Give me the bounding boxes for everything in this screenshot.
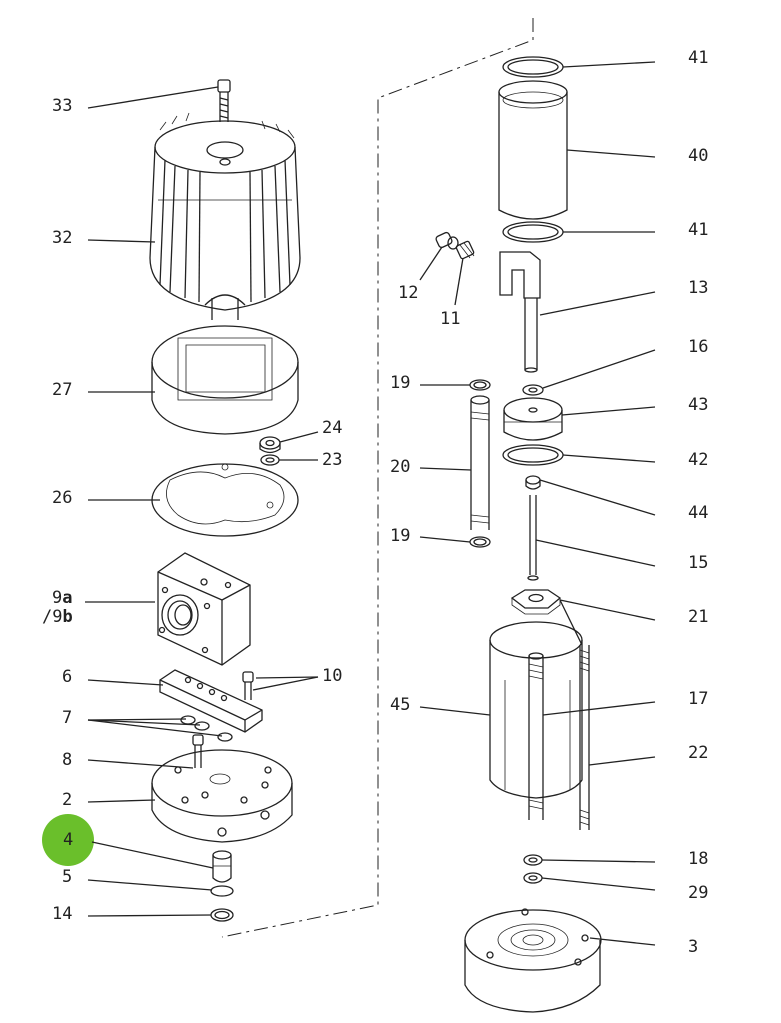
label-13[interactable]: 13 <box>688 278 709 298</box>
label-11[interactable]: 11 <box>440 309 461 329</box>
part-42-ring <box>502 444 564 466</box>
part-23-washer <box>260 454 280 466</box>
label-15[interactable]: 15 <box>688 553 709 573</box>
part-15-rod <box>527 495 539 581</box>
part-9-terminal-box <box>157 552 251 666</box>
part-27-adapter-ring <box>151 325 299 435</box>
part-33-screw <box>217 79 231 122</box>
part-41-ring-bottom <box>502 221 564 243</box>
label-19-top[interactable]: 19 <box>390 373 411 393</box>
part-32-finned-cover <box>149 112 301 320</box>
label-21[interactable]: 21 <box>688 607 709 627</box>
part-10-screws <box>242 671 254 700</box>
part-19-ring-bottom <box>469 536 491 548</box>
part-41-ring-top <box>502 56 564 78</box>
part-17-threaded-rod <box>528 652 544 820</box>
part-11-connector <box>455 240 475 260</box>
label-4[interactable]: 4 <box>63 830 74 850</box>
label-22[interactable]: 22 <box>688 743 709 763</box>
part-44-nut <box>525 475 541 490</box>
label-9b[interactable]: /9b <box>42 609 73 626</box>
part-22-tie-rod <box>579 645 590 830</box>
label-9b-letter: b <box>62 607 73 627</box>
label-9b-number: /9 <box>42 607 63 627</box>
part-24-nut <box>259 436 281 454</box>
part-3-base <box>464 908 602 1013</box>
label-43[interactable]: 43 <box>688 395 709 415</box>
label-18[interactable]: 18 <box>688 849 709 869</box>
part-2-flange <box>151 749 293 843</box>
label-10[interactable]: 10 <box>322 666 343 686</box>
label-41-bottom[interactable]: 41 <box>688 220 709 240</box>
label-33[interactable]: 33 <box>52 96 73 116</box>
label-8[interactable]: 8 <box>62 750 73 770</box>
part-8-screw <box>192 734 204 768</box>
label-32[interactable]: 32 <box>52 228 73 248</box>
label-7[interactable]: 7 <box>62 708 73 728</box>
label-41-top[interactable]: 41 <box>688 48 709 68</box>
label-20[interactable]: 20 <box>390 457 411 477</box>
part-40-sleeve <box>498 80 568 220</box>
label-9a-number: 9 <box>52 588 63 608</box>
label-3[interactable]: 3 <box>688 937 699 957</box>
part-29-washer <box>523 872 543 884</box>
label-19-bottom[interactable]: 19 <box>390 526 411 546</box>
label-26[interactable]: 26 <box>52 488 73 508</box>
part-21-nut <box>510 589 562 615</box>
part-4-bushing <box>210 850 234 897</box>
label-9a[interactable]: 9a <box>52 590 73 607</box>
assembly-boundary <box>221 18 534 938</box>
label-24[interactable]: 24 <box>322 418 343 438</box>
part-16-nut <box>522 384 544 396</box>
label-6[interactable]: 6 <box>62 667 73 687</box>
part-26-gasket <box>151 463 299 537</box>
label-27[interactable]: 27 <box>52 380 73 400</box>
part-13-bracket <box>499 251 541 373</box>
label-14[interactable]: 14 <box>52 904 73 924</box>
part-6-terminal-strip <box>159 669 263 733</box>
part-45-cylinder <box>489 621 583 799</box>
part-14-oring <box>210 908 234 922</box>
label-9a-letter: a <box>62 588 73 608</box>
part-43-piston <box>503 397 563 441</box>
label-45[interactable]: 45 <box>390 695 411 715</box>
part-12-connector <box>435 231 459 250</box>
label-17[interactable]: 17 <box>688 689 709 709</box>
leader-lines <box>85 61 656 946</box>
label-5[interactable]: 5 <box>62 867 73 887</box>
label-29[interactable]: 29 <box>688 883 709 903</box>
label-42[interactable]: 42 <box>688 450 709 470</box>
part-7-spacers <box>180 715 233 742</box>
part-18-nut <box>523 854 543 866</box>
highlight-circle-part-4[interactable] <box>42 814 94 866</box>
part-20-tube <box>470 395 490 530</box>
label-2[interactable]: 2 <box>62 790 73 810</box>
label-12[interactable]: 12 <box>398 283 419 303</box>
label-16[interactable]: 16 <box>688 337 709 357</box>
part-19-ring-top <box>469 379 491 391</box>
label-44[interactable]: 44 <box>688 503 709 523</box>
label-23[interactable]: 23 <box>322 450 343 470</box>
label-40[interactable]: 40 <box>688 146 709 166</box>
